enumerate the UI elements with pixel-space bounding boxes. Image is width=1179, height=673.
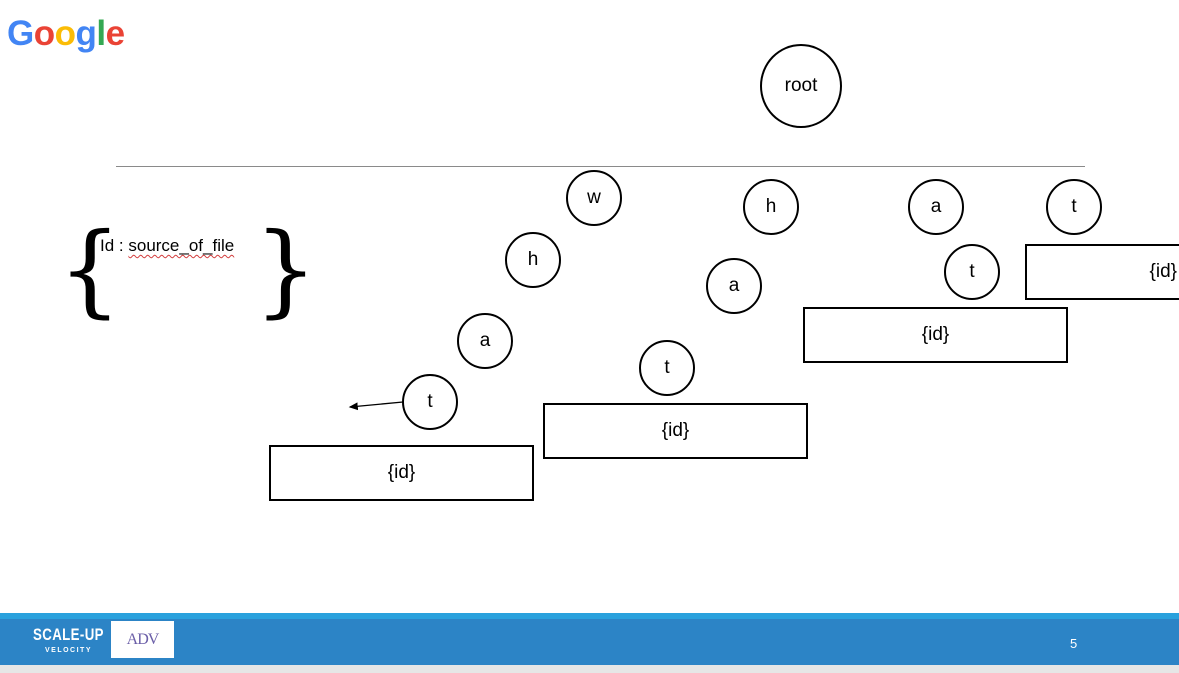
node-label: t: [427, 391, 433, 412]
id-box-3: {id}: [803, 307, 1068, 363]
footer-bar: [0, 613, 1179, 665]
id-box-2: {id}: [543, 403, 808, 459]
adv-logo-text: ADV: [126, 630, 160, 648]
logo-letter-o2: o: [54, 14, 76, 53]
scaleup-logo-text: SCALE-UP: [33, 625, 104, 644]
trie-node-a-1: a: [457, 313, 513, 369]
id-definition-label: Id : source_of_file: [100, 236, 234, 256]
root-node-label: root: [784, 75, 818, 96]
google-logo: Google: [7, 12, 125, 56]
node-label: a: [479, 330, 491, 351]
root-node: root: [760, 44, 842, 128]
logo-letter-g2: g: [75, 14, 97, 53]
open-brace: {: [58, 211, 122, 328]
trie-node-t-1: t: [402, 374, 458, 430]
node-label: h: [765, 196, 777, 217]
node-label: t: [1071, 196, 1077, 217]
node-label: w: [587, 187, 601, 208]
node-label: t: [664, 357, 670, 378]
node-label: a: [930, 196, 942, 217]
trie-node-a-2: a: [706, 258, 762, 314]
adv-logo: ADV: [111, 621, 174, 658]
divider-line: [116, 166, 1085, 167]
scaleup-velocity-logo: SCALE-UP VELOCITY: [33, 619, 104, 659]
node-label: a: [728, 275, 740, 296]
trie-node-h-2: h: [743, 179, 799, 235]
trie-node-t-4: t: [1046, 179, 1102, 235]
footer-bottom-strip: [0, 665, 1179, 673]
trie-node-w: w: [566, 170, 622, 226]
trie-node-t-2: t: [639, 340, 695, 396]
trie-node-a-3: a: [908, 179, 964, 235]
close-brace: }: [254, 211, 318, 328]
trie-node-h-1: h: [505, 232, 561, 288]
id-box-label: {id}: [1149, 261, 1177, 282]
page-number: 5: [1070, 636, 1078, 651]
logo-letter-e: e: [105, 14, 125, 53]
node-label: h: [527, 249, 539, 270]
id-box-4: {id}: [1025, 244, 1179, 300]
trie-node-t-3: t: [944, 244, 1000, 300]
logo-letter-g: G: [7, 14, 34, 53]
id-value: source_of_file: [128, 236, 235, 255]
id-box-label: {id}: [661, 420, 690, 441]
velocity-logo-text: VELOCITY: [45, 647, 93, 654]
logo-letter-o1: o: [33, 14, 55, 53]
node-label: t: [969, 261, 975, 282]
logo-letter-l: l: [96, 14, 106, 53]
id-box-label: {id}: [921, 324, 950, 345]
id-box-label: {id}: [387, 462, 416, 483]
id-box-1: {id}: [269, 445, 534, 501]
id-key: Id :: [100, 236, 129, 255]
arrow-line: [348, 401, 404, 411]
